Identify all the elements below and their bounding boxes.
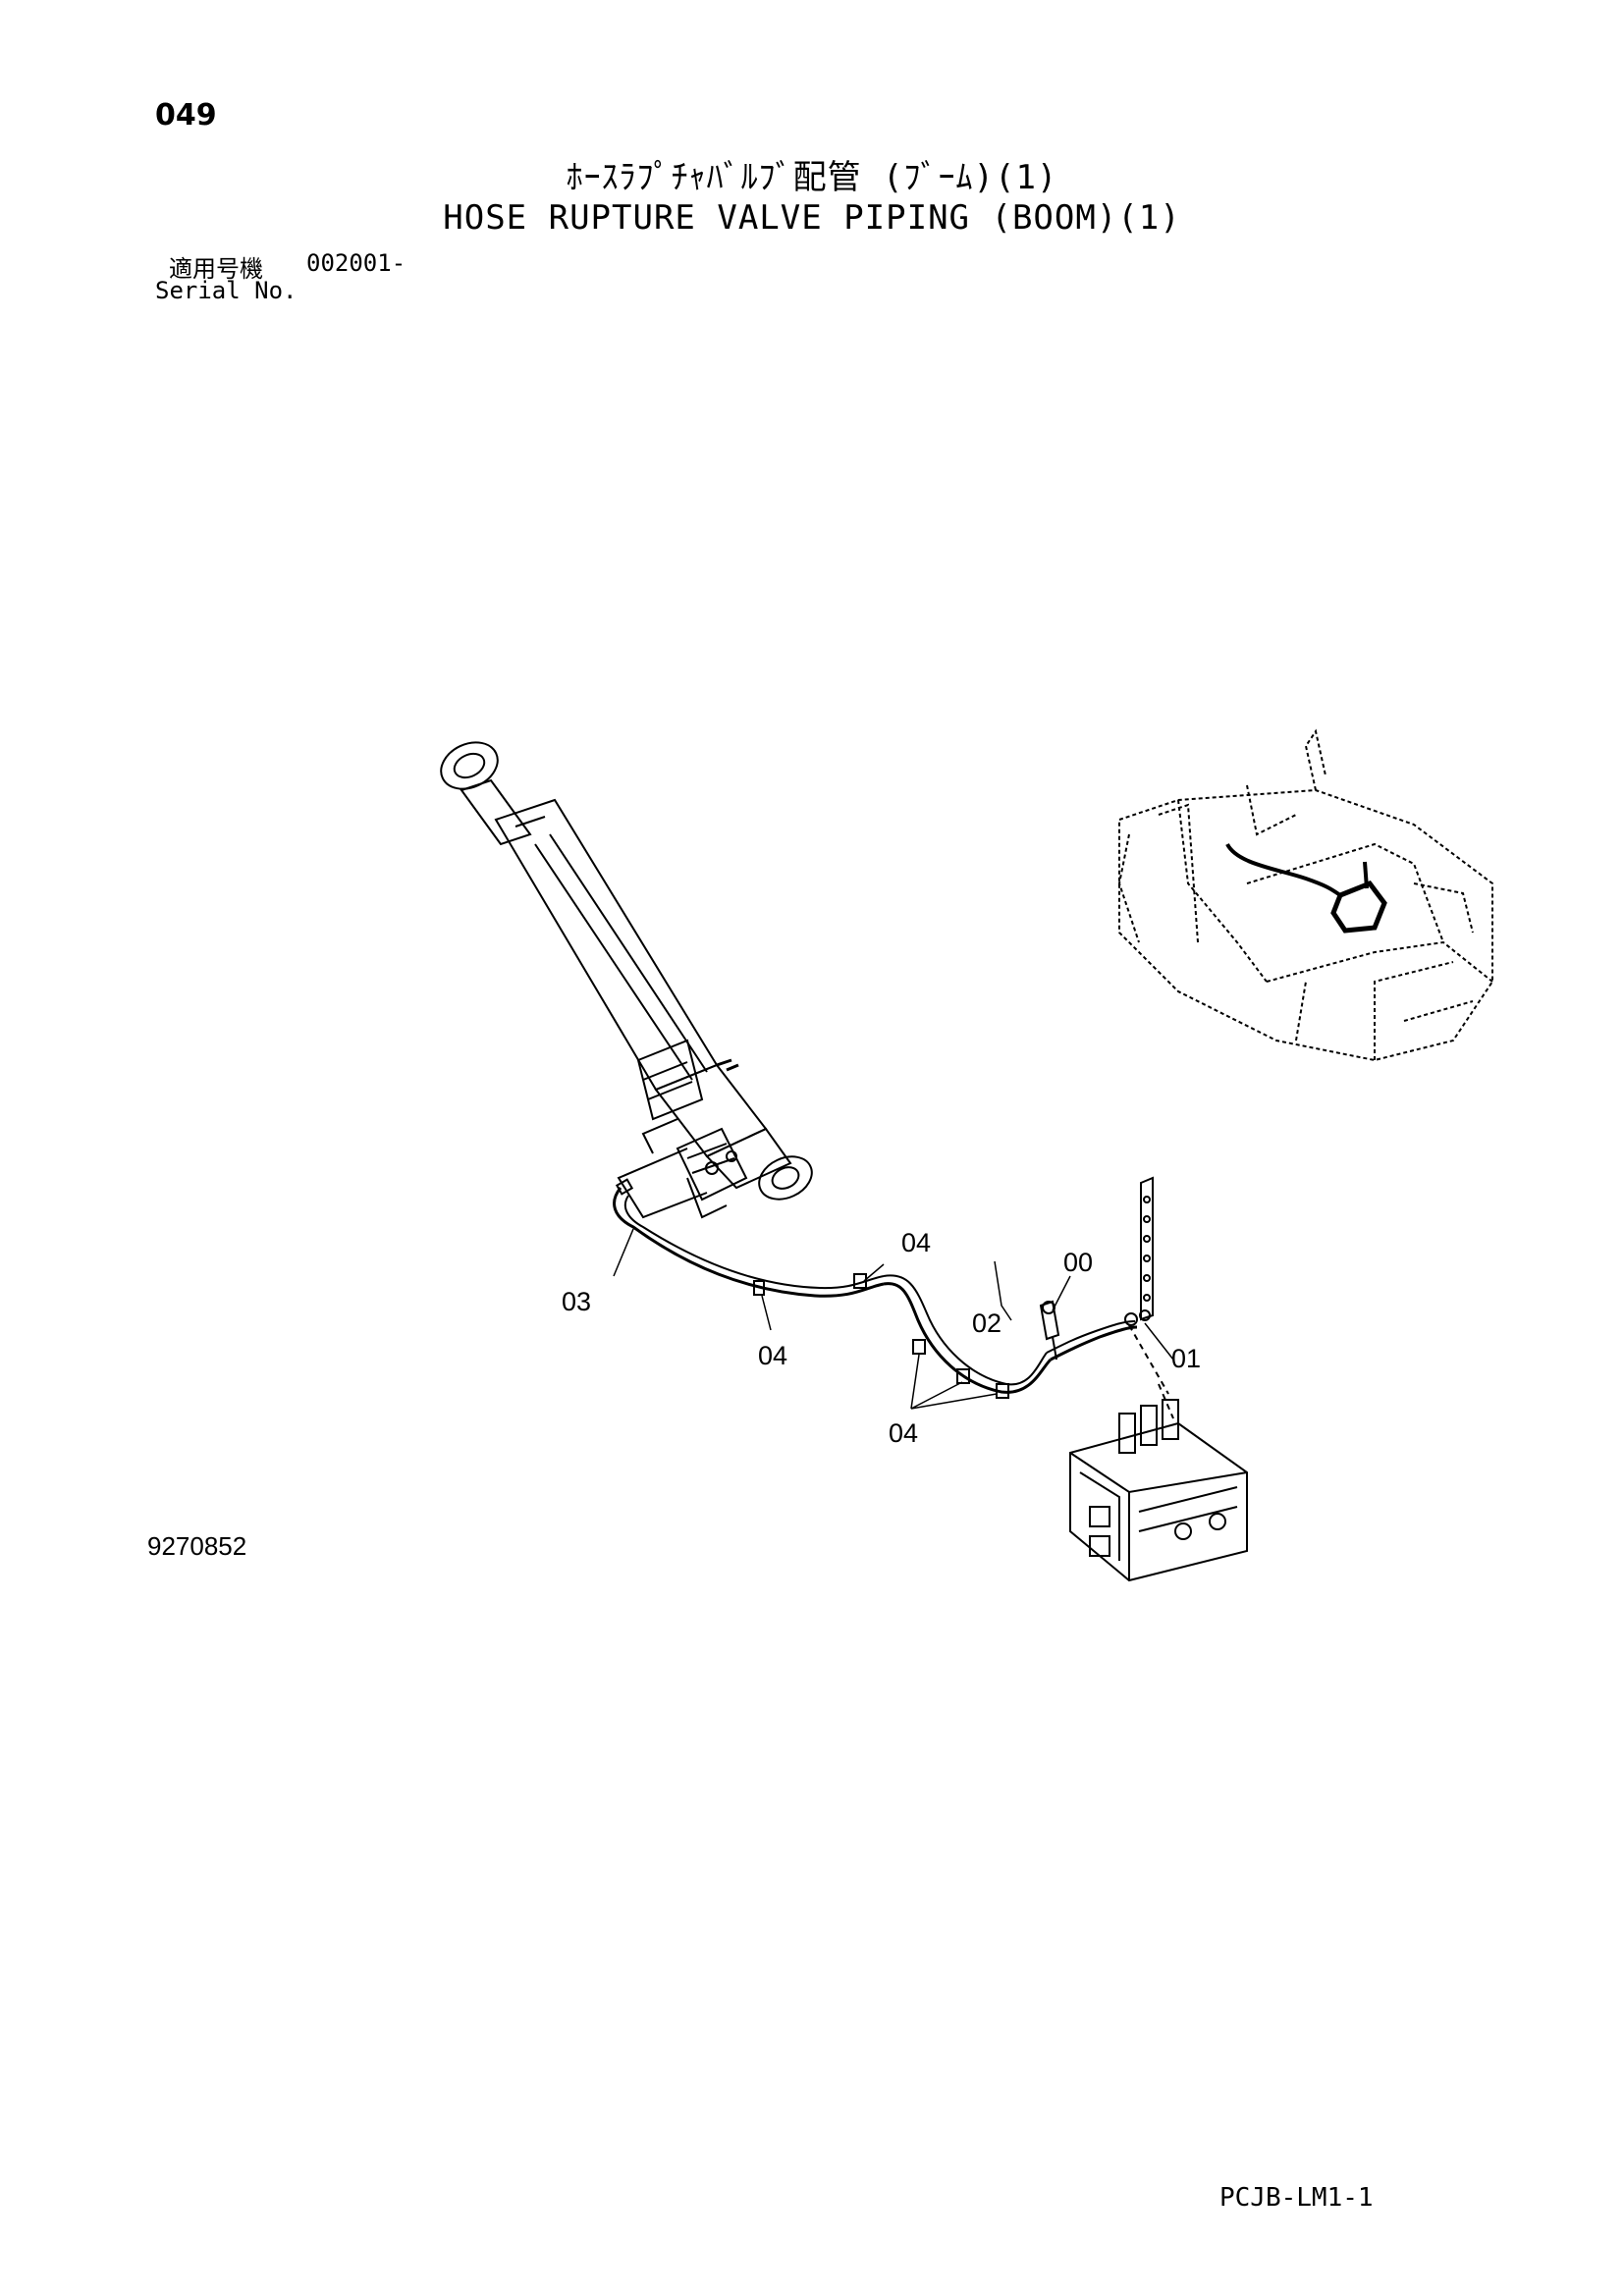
serial-label-english: Serial No. [155, 277, 298, 304]
control-valve-icon [1069, 1399, 1248, 1582]
serial-number-value: 002001- [306, 249, 406, 277]
hose-02-icon [853, 1273, 1138, 1399]
callout-01: 01 [1171, 1344, 1201, 1373]
title-japanese: ﾎｰｽﾗﾌﾟﾁｬﾊﾞﾙﾌﾞ配管 (ﾌﾞｰﾑ)(1) [566, 158, 1058, 197]
callout-04-mid: 04 [758, 1341, 787, 1370]
serial-label-japanese: 適用号機 [169, 255, 263, 283]
excavator-overview-icon [1117, 728, 1493, 1062]
title-english: HOSE RUPTURE VALVE PIPING (BOOM)(1) [443, 198, 1181, 238]
overview-hose-icon [1225, 842, 1387, 934]
callout-00: 00 [1063, 1248, 1093, 1277]
callout-04-top: 04 [901, 1228, 931, 1257]
callout-02: 02 [972, 1308, 1001, 1338]
callout-04-group: 04 [889, 1418, 918, 1448]
hose-03-icon [613, 1178, 885, 1298]
drawing-number: 9270852 [147, 1531, 247, 1561]
mounting-bracket-icon [1140, 1176, 1154, 1321]
page-number: 049 [155, 98, 217, 133]
document-code: PCJB-LM1-1 [1219, 2183, 1374, 2213]
boom-cylinder-icon [440, 741, 813, 1219]
callout-leaders [613, 1228, 1174, 1410]
callout-03: 03 [562, 1287, 591, 1316]
